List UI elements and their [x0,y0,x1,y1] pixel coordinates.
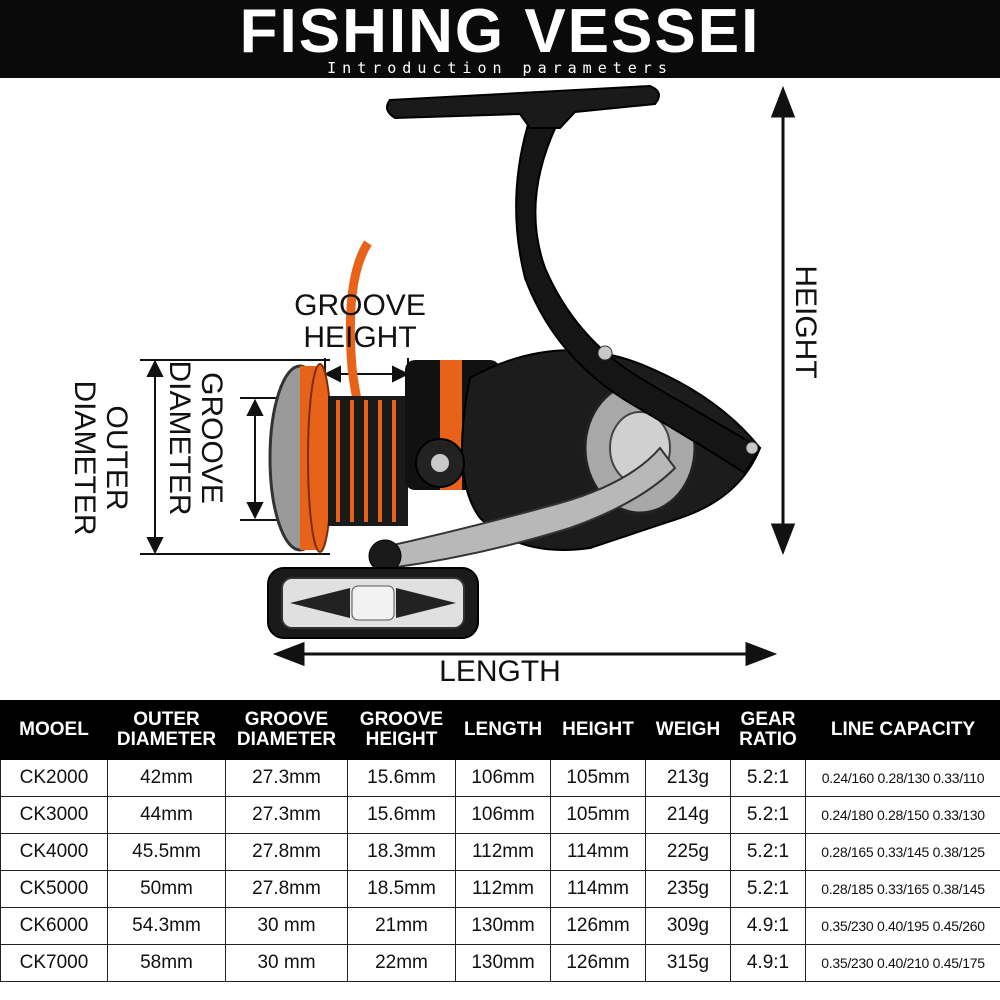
cell-weigh: 225g [645,833,731,871]
groove-height-label-line2: HEIGHT [303,321,417,354]
col-header-weigh: WEIGH [645,700,731,760]
groove-diameter-label: GROOVE DIAMETER [163,348,228,528]
cell-line-capacity: 0.35/230 0.40/195 0.45/260 [805,907,1000,945]
cell-groove-height: 21mm [347,907,456,945]
cell-weigh: 309g [645,907,731,945]
header-banner: FISHING VESSEI Introduction parameters [0,0,1000,78]
cell-weigh: 235g [645,870,731,908]
cell-gear-ratio: 4.9:1 [730,944,806,982]
cell-model: CK3000 [0,796,108,834]
cell-model: CK5000 [0,870,108,908]
cell-weigh: 315g [645,944,731,982]
cell-length: 130mm [455,944,551,982]
cell-groove-height: 18.3mm [347,833,456,871]
cell-model: CK6000 [0,907,108,945]
cell-groove-diameter: 27.3mm [225,759,348,797]
cell-length: 112mm [455,870,551,908]
cell-height: 126mm [550,907,646,945]
cell-model: CK7000 [0,944,108,982]
page-subtitle: Introduction parameters [327,59,673,77]
cell-length: 106mm [455,759,551,797]
cell-groove-height: 22mm [347,944,456,982]
cell-model: CK2000 [0,759,108,797]
cell-gear-ratio: 4.9:1 [730,907,806,945]
groove-height-label-line1: GROOVE [294,289,426,322]
col-header-line-capacity: LINE CAPACITY [805,700,1000,760]
length-arrow [272,641,778,667]
cell-outer-diameter: 45.5mm [107,833,226,871]
groove-height-label: GROOVE HEIGHT [285,290,435,354]
cell-height: 105mm [550,796,646,834]
cell-length: 130mm [455,907,551,945]
cell-groove-diameter: 27.3mm [225,796,348,834]
spinning-reel [267,84,762,639]
outer-diameter-label: OUTER DIAMETER [68,368,133,548]
col-header-model: MOOEL [0,700,108,760]
cell-groove-height: 15.6mm [347,796,456,834]
groove-diameter-label-line1: GROOVE [195,372,228,504]
cell-line-capacity: 0.28/185 0.33/165 0.38/145 [805,870,1000,908]
cell-groove-height: 18.5mm [347,870,456,908]
cell-weigh: 213g [645,759,731,797]
cell-groove-height: 15.6mm [347,759,456,797]
cell-length: 106mm [455,796,551,834]
cell-outer-diameter: 42mm [107,759,226,797]
reel-diagram: GROOVE HEIGHT GROOVE DIAMETER OUTER DIAM… [0,78,1000,700]
outer-diameter-label-line2: DIAMETER [68,380,101,536]
cell-line-capacity: 0.35/230 0.40/210 0.45/175 [805,944,1000,982]
length-label: LENGTH [439,655,561,688]
cell-height: 105mm [550,759,646,797]
height-arrow [770,85,796,556]
cell-gear-ratio: 5.2:1 [730,759,806,797]
cell-line-capacity: 0.24/180 0.28/150 0.33/130 [805,796,1000,834]
cell-outer-diameter: 58mm [107,944,226,982]
cell-outer-diameter: 50mm [107,870,226,908]
reel-illustration [140,84,796,667]
groove-height-marker [323,358,410,388]
cell-groove-diameter: 27.8mm [225,870,348,908]
cell-gear-ratio: 5.2:1 [730,796,806,834]
cell-gear-ratio: 5.2:1 [730,833,806,871]
col-header-height: HEIGHT [550,700,646,760]
cell-line-capacity: 0.28/165 0.33/145 0.38/125 [805,833,1000,871]
cell-groove-diameter: 27.8mm [225,833,348,871]
cell-outer-diameter: 54.3mm [107,907,226,945]
cell-height: 126mm [550,944,646,982]
col-header-length: LENGTH [455,700,551,760]
cell-gear-ratio: 5.2:1 [730,870,806,908]
cell-line-capacity: 0.24/160 0.28/130 0.33/110 [805,759,1000,797]
groove-diameter-label-line2: DIAMETER [163,360,196,516]
cell-groove-diameter: 30 mm [225,944,348,982]
page-title: FISHING VESSEI [239,0,761,66]
outer-diameter-marker [140,359,330,555]
cell-groove-diameter: 30 mm [225,907,348,945]
cell-length: 112mm [455,833,551,871]
cell-outer-diameter: 44mm [107,796,226,834]
outer-diameter-label-line1: OUTER [100,405,133,511]
cell-height: 114mm [550,870,646,908]
height-label: HEIGHT [789,265,822,379]
cell-model: CK4000 [0,833,108,871]
cell-height: 114mm [550,833,646,871]
cell-weigh: 214g [645,796,731,834]
